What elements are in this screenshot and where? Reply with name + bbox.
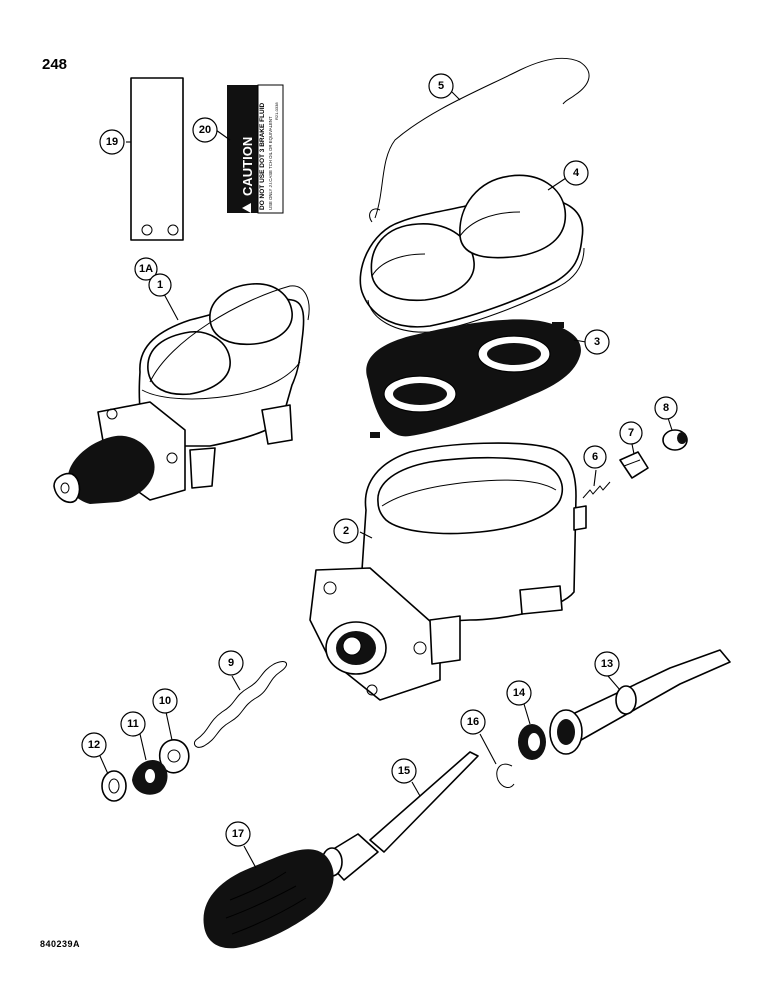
callout-1: 1 bbox=[148, 273, 172, 297]
svg-text:20: 20 bbox=[199, 124, 211, 136]
svg-text:8: 8 bbox=[663, 402, 669, 414]
callout-16: 16 bbox=[460, 709, 486, 735]
decal-caution-text: CAUTION bbox=[240, 137, 255, 196]
callout-15: 15 bbox=[391, 758, 417, 784]
part-5-bail-wire bbox=[369, 57, 590, 223]
svg-text:1: 1 bbox=[157, 279, 163, 291]
svg-text:15: 15 bbox=[398, 765, 410, 777]
figure-code: 840239A bbox=[40, 939, 81, 949]
callout-20: 20 bbox=[192, 117, 218, 143]
part-15-push-rod bbox=[321, 751, 479, 881]
part-8-cap-nut bbox=[662, 429, 688, 451]
svg-text:9: 9 bbox=[228, 657, 234, 669]
callout-10: 10 bbox=[152, 688, 178, 714]
svg-text:7: 7 bbox=[628, 427, 634, 439]
callout-5: 5 bbox=[428, 73, 454, 99]
callout-6: 6 bbox=[583, 445, 607, 469]
svg-text:10: 10 bbox=[159, 695, 171, 707]
svg-text:2: 2 bbox=[343, 525, 349, 537]
callout-9: 9 bbox=[218, 650, 244, 676]
svg-text:5: 5 bbox=[438, 80, 444, 92]
svg-text:6: 6 bbox=[592, 451, 598, 463]
svg-text:19: 19 bbox=[106, 136, 118, 148]
part-16-snap-ring bbox=[496, 763, 515, 788]
callout-14: 14 bbox=[506, 680, 532, 706]
svg-text:1A: 1A bbox=[139, 263, 153, 275]
part-3-gasket bbox=[366, 319, 581, 438]
callout-3: 3 bbox=[584, 329, 610, 355]
callout-4: 4 bbox=[563, 160, 589, 186]
callout-11: 11 bbox=[120, 711, 146, 737]
svg-text:12: 12 bbox=[88, 739, 100, 751]
part-20-caution-decal: CAUTION DO NOT USE DOT 3 BRAKE FLUID USE… bbox=[227, 84, 284, 214]
part-2-cylinder-body bbox=[309, 442, 587, 701]
part-9-spring bbox=[193, 661, 288, 748]
part-17-boot bbox=[203, 849, 334, 949]
leader-lines bbox=[99, 91, 673, 869]
part-1-master-cylinder-assembly bbox=[53, 283, 310, 504]
svg-text:4: 4 bbox=[573, 167, 580, 179]
callout-8: 8 bbox=[654, 396, 678, 420]
svg-text:14: 14 bbox=[513, 687, 526, 699]
callout-7: 7 bbox=[619, 421, 643, 445]
callout-17: 17 bbox=[225, 821, 251, 847]
callout-2: 2 bbox=[333, 518, 359, 544]
page-number: 248 bbox=[42, 56, 68, 73]
decal-partno-text: R21-0338 bbox=[274, 102, 279, 120]
svg-text:17: 17 bbox=[232, 828, 244, 840]
callout-1a: 1A bbox=[134, 257, 158, 281]
svg-text:11: 11 bbox=[127, 718, 139, 730]
svg-text:16: 16 bbox=[467, 716, 479, 728]
part-14-seal bbox=[518, 724, 546, 760]
part-12-washer bbox=[101, 770, 127, 802]
callout-12: 12 bbox=[81, 732, 107, 758]
decal-line3-text: USE ONLY J.I.CASE TCH OIL OR EQUIVALENT bbox=[268, 116, 273, 210]
callout-19: 19 bbox=[99, 129, 125, 155]
part-4-reservoir-cover bbox=[359, 174, 585, 333]
part-7-check-valve bbox=[619, 451, 649, 479]
part-13-piston bbox=[549, 649, 731, 755]
part-19-plate bbox=[130, 77, 184, 241]
svg-text:13: 13 bbox=[601, 658, 613, 670]
callout-13: 13 bbox=[594, 651, 620, 677]
svg-text:3: 3 bbox=[594, 336, 600, 348]
part-11-cup-seal bbox=[132, 760, 168, 795]
decal-line2-text: DO NOT USE DOT 3 BRAKE FLUID bbox=[259, 102, 266, 210]
part-6-bleeder-spring bbox=[582, 481, 611, 499]
